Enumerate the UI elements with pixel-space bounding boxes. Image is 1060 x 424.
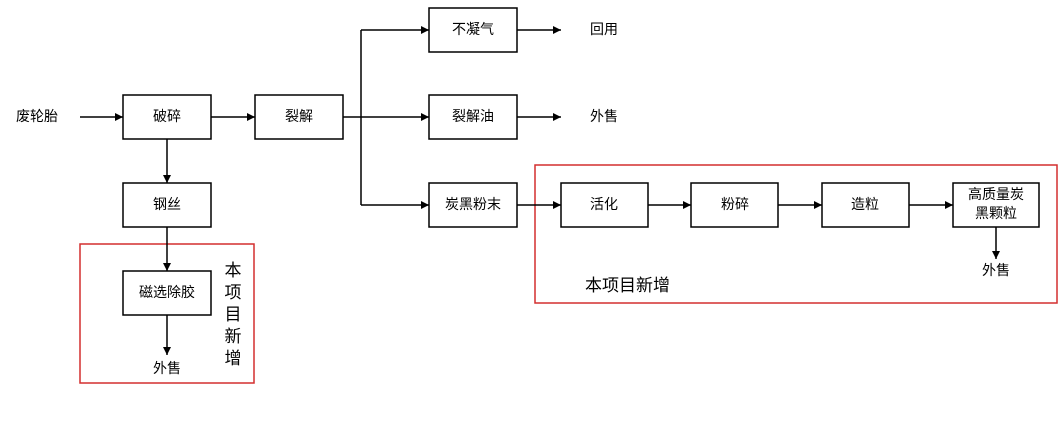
node-grinding-label: 粉碎 <box>721 197 749 213</box>
node-carbon-black-powder-label: 炭黑粉末 <box>445 197 501 213</box>
output-oil-sale: 外售 <box>590 109 618 125</box>
vertical-char: 增 <box>225 349 242 369</box>
node-noncondensable-gas-label: 不凝气 <box>452 22 494 38</box>
vertical-char: 目 <box>225 305 242 325</box>
node-hq-carbon-black-label-line2: 黑颗粒 <box>975 206 1017 222</box>
node-magnetic-separation-label: 磁选除胶 <box>139 284 195 301</box>
node-crushing: 破碎 <box>122 94 212 140</box>
node-hq-carbon-black-granules: 高质量炭 黑颗粒 <box>952 182 1040 228</box>
new-section-label-left: 本 项 目 新 增 <box>225 261 242 369</box>
node-pyrolysis-label: 裂解 <box>285 109 313 125</box>
node-granulation-label: 造粒 <box>851 197 879 213</box>
node-granulation: 造粒 <box>821 182 910 228</box>
node-crushing-label: 破碎 <box>153 109 181 125</box>
node-pyrolysis: 裂解 <box>254 94 344 140</box>
new-section-label-right: 本项目新增 <box>585 276 670 296</box>
vertical-char: 本 <box>225 261 242 281</box>
node-hq-carbon-black-label-line1: 高质量炭 <box>968 186 1024 203</box>
node-carbon-black-powder: 炭黑粉末 <box>428 182 518 228</box>
output-granule-sale: 外售 <box>982 263 1010 279</box>
node-activation: 活化 <box>560 182 649 228</box>
node-activation-label: 活化 <box>590 197 618 213</box>
node-grinding: 粉碎 <box>690 182 779 228</box>
node-steel-wire-label: 钢丝 <box>153 197 181 213</box>
node-pyrolysis-oil-label: 裂解油 <box>452 109 494 125</box>
node-noncondensable-gas: 不凝气 <box>428 7 518 53</box>
vertical-char: 新 <box>225 327 242 347</box>
new-section-box-right <box>534 164 1058 304</box>
node-pyrolysis-oil: 裂解油 <box>428 94 518 140</box>
input-waste-tire: 废轮胎 <box>16 109 58 125</box>
node-steel-wire: 钢丝 <box>122 182 212 228</box>
node-magnetic-separation: 磁选除胶 <box>122 270 212 316</box>
vertical-char: 项 <box>225 283 242 303</box>
output-steel-sale: 外售 <box>153 361 181 377</box>
output-gas-reuse: 回用 <box>590 22 618 38</box>
